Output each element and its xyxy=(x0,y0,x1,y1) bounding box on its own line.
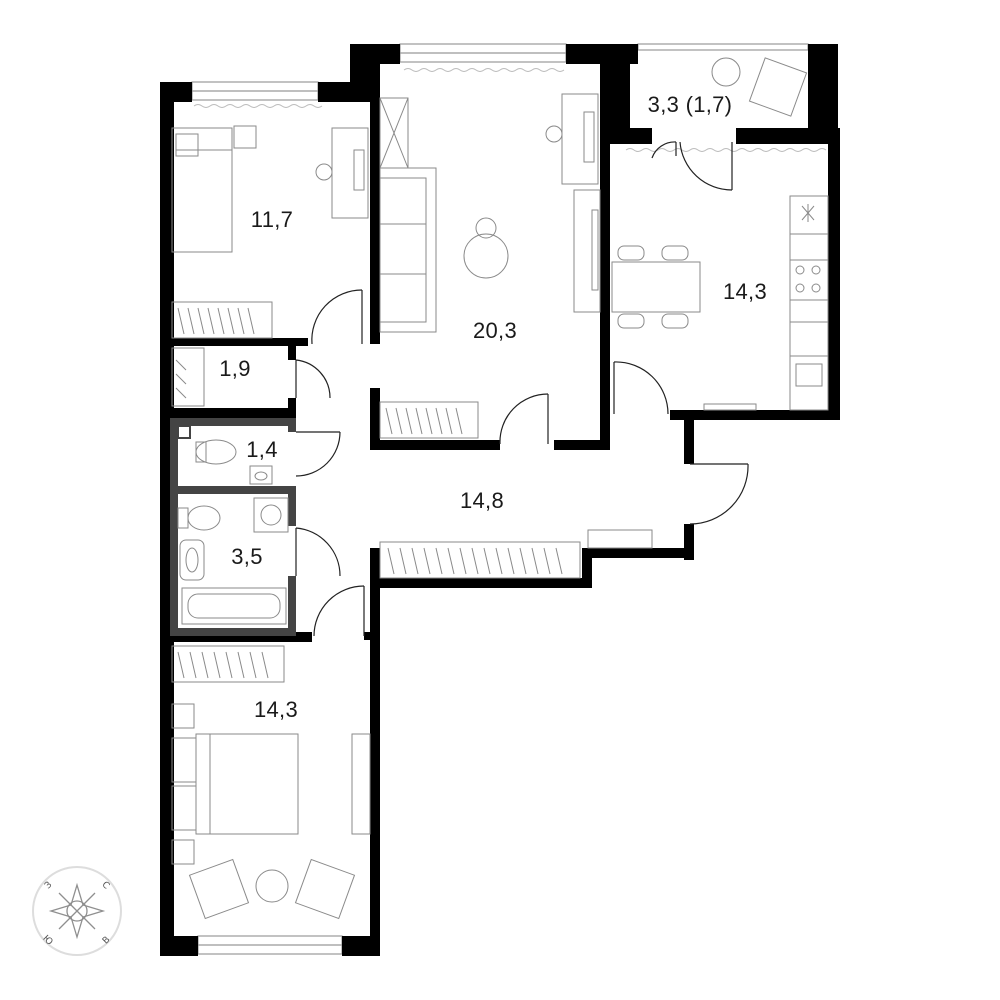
windows xyxy=(191,43,809,955)
compass-west-label: З xyxy=(43,880,54,891)
compass-north-label: С xyxy=(100,880,112,892)
furniture xyxy=(171,57,829,920)
room-area-kitchen: 14,3 xyxy=(722,279,768,304)
room-area-closet: 1,9 xyxy=(219,356,251,381)
compass-east-label: В xyxy=(101,935,112,946)
bed-single xyxy=(171,127,233,253)
wardrobe-hallway xyxy=(379,541,581,579)
room-area-living: 20,3 xyxy=(472,318,518,343)
wardrobe-bottom xyxy=(171,645,285,683)
room-area-bedroom-bottom: 14,3 xyxy=(253,697,299,722)
room-area-bathroom: 3,5 xyxy=(231,544,263,569)
bed-double xyxy=(195,733,299,835)
window-balcony xyxy=(637,43,809,51)
window-sills xyxy=(193,68,827,152)
compass: З С Ю В xyxy=(32,866,122,956)
compass-rose-icon xyxy=(48,882,106,940)
doors xyxy=(295,141,749,637)
dining-table xyxy=(611,261,701,313)
room-area-hallway: 14,8 xyxy=(459,488,505,513)
sofa xyxy=(379,167,437,333)
room-area-toilet: 1,4 xyxy=(246,437,278,462)
room-area-bedroom-top: 11,7 xyxy=(250,207,294,232)
partitions xyxy=(170,418,296,636)
walls xyxy=(160,44,840,956)
wardrobe-top xyxy=(171,301,273,339)
room-area-balcony: 3,3 (1,7) xyxy=(647,92,733,117)
